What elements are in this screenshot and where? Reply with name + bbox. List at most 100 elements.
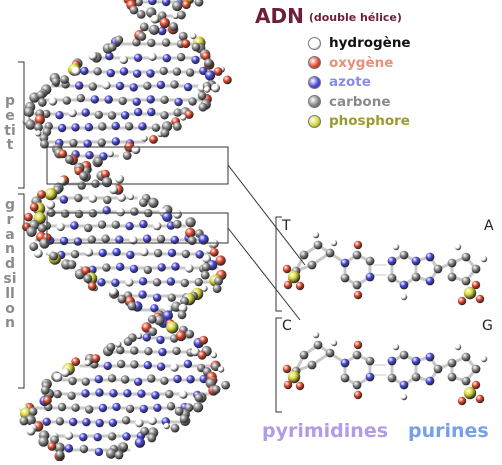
atom — [447, 258, 457, 268]
atom — [175, 330, 187, 342]
atom — [105, 52, 114, 61]
atom — [461, 276, 471, 286]
atom — [156, 362, 166, 371]
atom — [163, 422, 170, 430]
atom — [149, 135, 158, 144]
atom — [185, 217, 196, 228]
hydrogen-atom-icon — [308, 36, 321, 50]
atom — [223, 75, 232, 85]
atom — [399, 350, 409, 360]
atom — [160, 128, 170, 138]
atom — [107, 42, 117, 52]
atom — [153, 221, 162, 231]
atom — [198, 234, 209, 245]
atom — [400, 393, 408, 401]
atom — [154, 315, 165, 326]
atom — [365, 356, 375, 366]
atom — [160, 376, 169, 385]
atom — [475, 294, 485, 304]
atom — [425, 252, 435, 262]
legend-label: hydrogène — [329, 35, 411, 51]
atom — [40, 385, 50, 395]
atom — [353, 240, 363, 250]
atom — [57, 123, 67, 133]
atom — [199, 335, 209, 345]
atom — [37, 98, 47, 107]
atom — [103, 195, 112, 205]
atom — [150, 304, 159, 313]
atom — [454, 243, 462, 251]
atom — [399, 280, 409, 290]
atom — [122, 432, 131, 441]
atom — [160, 95, 169, 105]
atom — [133, 53, 143, 62]
atom — [138, 290, 147, 299]
atom — [80, 66, 89, 76]
atom — [87, 281, 97, 291]
atom — [129, 83, 138, 92]
atom — [194, 0, 204, 7]
atom — [122, 151, 132, 160]
atom — [282, 364, 292, 374]
atom — [365, 372, 375, 382]
atom — [77, 181, 86, 190]
atom — [120, 375, 130, 384]
atom — [83, 139, 92, 148]
atom — [65, 155, 74, 164]
atom — [132, 97, 141, 107]
atom — [471, 264, 481, 274]
atom — [387, 256, 397, 266]
atom — [91, 354, 101, 363]
atom — [117, 294, 127, 304]
atom — [201, 285, 208, 292]
atom — [151, 123, 161, 132]
pair-1-right-label: A — [484, 218, 494, 234]
major-groove-label: grand sillon — [3, 197, 17, 332]
atom — [42, 417, 51, 426]
atom — [425, 376, 435, 386]
atom — [94, 110, 104, 120]
atom — [54, 442, 65, 453]
phosphorus-atom-icon — [308, 114, 321, 128]
atom — [136, 10, 146, 19]
highlight-frames — [18, 61, 306, 413]
atom — [399, 380, 409, 390]
atom — [447, 272, 457, 282]
atom — [178, 31, 188, 41]
atom — [70, 221, 79, 230]
atom — [67, 260, 77, 269]
atom — [180, 114, 187, 121]
atom — [158, 347, 167, 357]
atom — [307, 260, 317, 270]
atom — [68, 376, 77, 386]
atom — [75, 81, 84, 90]
atom — [167, 293, 176, 302]
atom — [147, 374, 156, 383]
atom — [325, 248, 335, 258]
atom — [156, 335, 165, 345]
atom — [112, 402, 121, 412]
atom — [411, 372, 421, 382]
atom — [177, 310, 187, 320]
atom — [353, 340, 363, 350]
atom — [49, 251, 58, 261]
atom — [25, 119, 36, 130]
atom — [198, 102, 208, 112]
atom — [81, 108, 90, 117]
atom — [172, 346, 181, 356]
atom — [146, 95, 155, 104]
atom — [129, 236, 138, 245]
atom — [108, 418, 118, 427]
atom — [71, 403, 80, 412]
atom — [139, 219, 148, 229]
atom — [130, 360, 139, 369]
legend-label: phosphore — [329, 113, 410, 129]
atom — [95, 388, 104, 397]
carbon-atom-icon — [308, 95, 321, 108]
atom — [59, 236, 69, 246]
atom — [197, 91, 207, 101]
atom — [181, 39, 191, 49]
atom — [480, 255, 488, 263]
atom — [55, 111, 64, 120]
atom — [365, 256, 375, 266]
